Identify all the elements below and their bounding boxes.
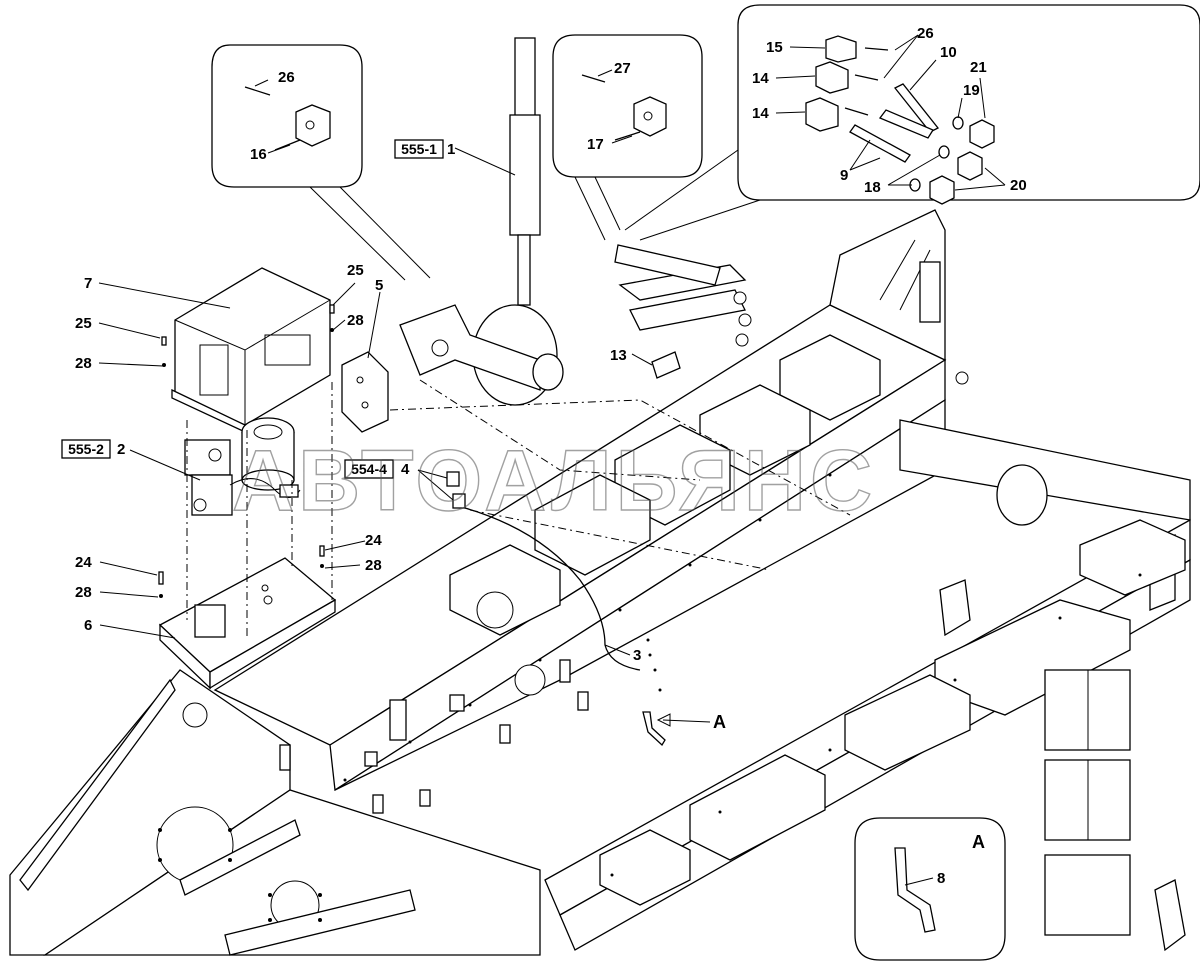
callout-bubble-16	[211, 44, 431, 281]
label-21: 21	[970, 59, 987, 76]
label-18: 18	[864, 179, 881, 196]
label-28-left-top: 28	[75, 355, 92, 372]
label-27: 27	[614, 60, 631, 77]
label-14-bottom: 14	[752, 105, 769, 122]
label-10: 10	[940, 44, 957, 61]
svg-text:554-4: 554-4	[351, 461, 387, 477]
label-19: 19	[963, 82, 980, 99]
label-26-bubble-left: 26	[278, 69, 295, 86]
assembly-centerlines	[186, 379, 851, 640]
connector-part-4	[446, 471, 466, 509]
label-4: 4	[401, 461, 410, 478]
detail-view-A	[854, 817, 1006, 961]
label-24-right: 24	[365, 532, 382, 549]
label-25-left: 25	[75, 315, 92, 332]
label-16: 16	[250, 146, 267, 163]
ref-box-554-4: 554-4	[344, 459, 394, 479]
label-24-left: 24	[75, 554, 92, 571]
bracket-part-8-on-frame	[642, 711, 666, 747]
cover-part-7	[171, 267, 331, 434]
valve-assembly-part-2	[184, 417, 301, 516]
ref-box-555-2: 555-2	[61, 439, 111, 459]
callout-bubble-parts-9-21	[624, 4, 1200, 241]
leader-lines	[98, 34, 1006, 886]
label-14-top: 14	[752, 70, 769, 87]
main-frame	[9, 209, 1191, 956]
part-labels: 7 25 28 2 24 28 6 25 5 28 1 24 28 4 13 3…	[75, 25, 1027, 887]
label-28-right-top: 28	[347, 312, 364, 329]
label-15: 15	[766, 39, 783, 56]
screws	[158, 304, 335, 598]
watermark: АВТОАЛЬЯНС	[232, 433, 876, 529]
svg-text:555-1: 555-1	[401, 141, 437, 157]
label-28-right-bottom: 28	[365, 557, 382, 574]
ref-box-555-1: 555-1	[394, 139, 444, 159]
label-17: 17	[587, 136, 604, 153]
frame-holes	[158, 473, 1142, 922]
label-A-detail: A	[972, 832, 985, 852]
label-3: 3	[633, 647, 641, 664]
svg-text:555-2: 555-2	[68, 441, 104, 457]
label-20: 20	[1010, 177, 1027, 194]
mounting-plate-part-6	[158, 557, 337, 690]
label-8: 8	[937, 870, 945, 887]
label-9: 9	[840, 167, 848, 184]
callout-bubble-17	[552, 34, 703, 241]
label-7: 7	[84, 275, 92, 292]
label-25-right: 25	[347, 262, 364, 279]
label-13: 13	[610, 347, 627, 364]
label-6: 6	[84, 617, 92, 634]
cylinder-group	[614, 244, 752, 347]
label-2: 2	[117, 441, 125, 458]
lever-assembly-part-1	[399, 37, 564, 406]
label-1: 1	[447, 141, 455, 158]
bracket-part-5	[341, 351, 389, 433]
label-A-arrow: A	[713, 712, 726, 732]
label-26-bubble-right: 26	[917, 25, 934, 42]
cable-part-3	[464, 507, 641, 671]
sticker-part-13	[651, 351, 681, 379]
label-28-left-bottom: 28	[75, 584, 92, 601]
label-5: 5	[375, 277, 383, 294]
